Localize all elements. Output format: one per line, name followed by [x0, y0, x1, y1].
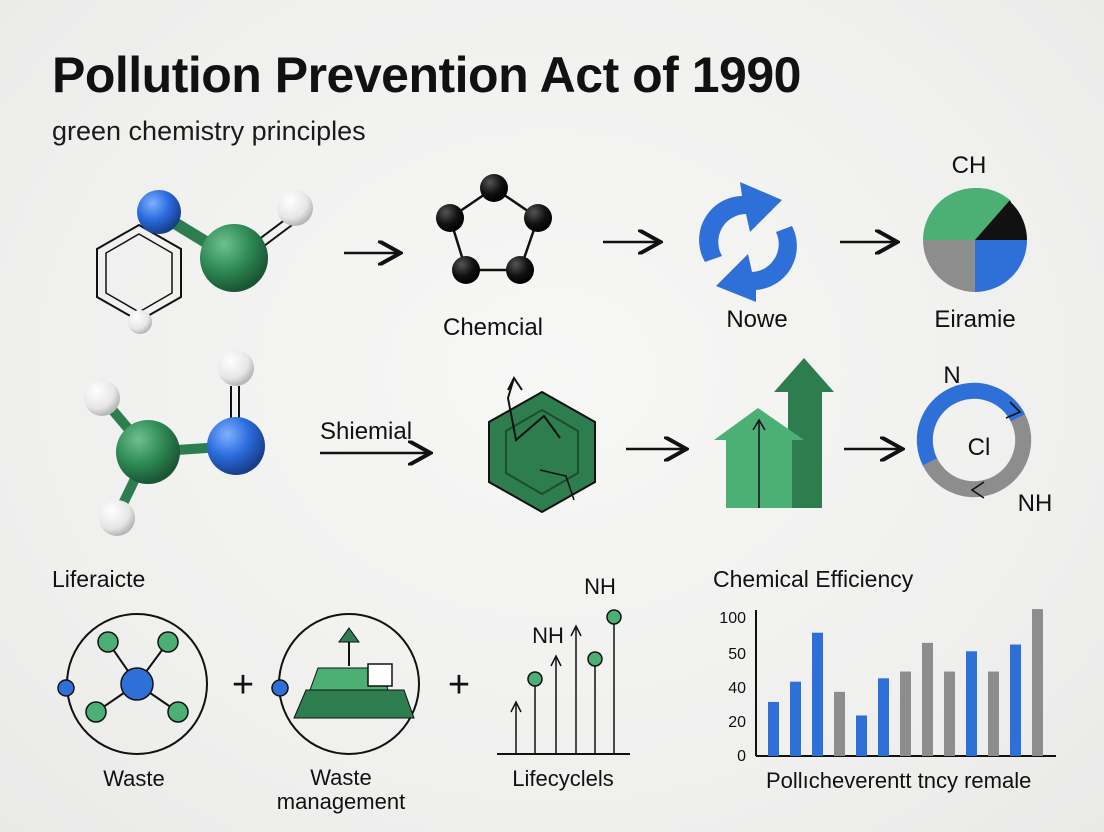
benzene-molecule-icon	[96, 190, 313, 334]
efficiency-bar-10	[966, 651, 977, 756]
pie-chart-icon	[923, 187, 1027, 292]
page-title: Pollution Prevention Act of 1990	[52, 47, 801, 103]
ytick-50: 50	[728, 646, 746, 663]
efficiency-bar-2	[790, 681, 801, 756]
pentagon-molecule-icon	[436, 174, 552, 284]
ring-cycle-icon	[916, 382, 1032, 499]
efficiency-bar-5	[856, 715, 867, 756]
waste-management-line2: management	[276, 789, 406, 814]
efficiency-bar-9	[944, 671, 955, 756]
pentagon-label: Chemcial	[442, 314, 544, 341]
efficiency-bar-7	[900, 671, 911, 756]
efficiency-bar-3	[812, 632, 823, 756]
efficiency-bar-1	[768, 701, 779, 756]
efficiency-bar-4	[834, 691, 845, 756]
efficiency-bars	[768, 609, 1043, 756]
efficiency-bar-11	[988, 671, 999, 756]
waste-network-icon	[57, 613, 208, 755]
ring-bottom-label: NH	[1017, 490, 1053, 517]
efficiency-bar-6	[878, 678, 889, 756]
plus-sign-2: +	[447, 664, 471, 706]
ytick-0: 0	[737, 748, 746, 765]
cycle-label: Nowe	[726, 306, 788, 333]
growth-arrows-icon	[714, 358, 834, 508]
efficiency-bar-8	[922, 642, 933, 756]
shiemial-label: Shiemial	[320, 418, 413, 445]
ytick-100: 100	[719, 610, 746, 627]
lifecycle-stems-icon	[497, 609, 630, 755]
waste-management-label: Waste management	[277, 766, 405, 814]
pie-top-label: CH	[951, 152, 987, 179]
chart-title: Chemical Efficiency	[713, 566, 914, 592]
ring-center-label: Cl	[967, 434, 991, 461]
nh-mid-label: NH	[532, 623, 564, 648]
ring-top-label: N	[943, 362, 961, 389]
waste-management-line1: Waste	[310, 765, 372, 790]
lifecycle-heading: Liferaicte	[52, 566, 146, 592]
amine-molecule-icon	[84, 350, 265, 536]
chart-xlabel: Pollıcheverentt tncy remale	[766, 768, 1032, 793]
lifecycles-label: Lifecyclels	[512, 766, 614, 791]
ytick-40: 40	[728, 680, 746, 697]
efficiency-bar-12	[1010, 644, 1021, 756]
waste-label: Waste	[103, 766, 165, 791]
page-subtitle: green chemistry principles	[52, 116, 366, 146]
cycle-arrows-icon	[699, 182, 797, 302]
green-hexagon-icon	[488, 376, 596, 514]
pie-label: Eiramie	[934, 306, 1016, 333]
ytick-20: 20	[728, 714, 746, 731]
waste-management-icon	[271, 613, 420, 755]
plus-sign-1: +	[231, 664, 255, 706]
efficiency-bar-13	[1032, 609, 1043, 756]
nh-top-label: NH	[584, 574, 616, 599]
